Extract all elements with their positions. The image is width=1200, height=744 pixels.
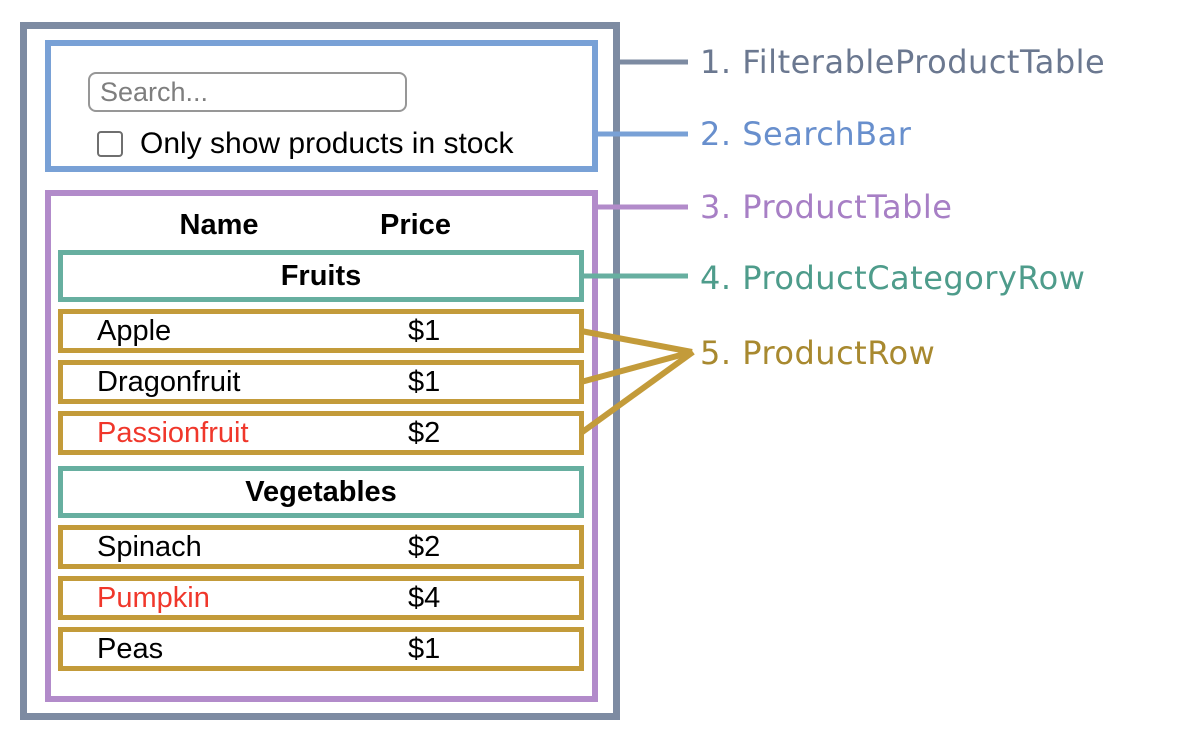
product-price: $4 (408, 581, 441, 614)
product-price: $2 (408, 530, 441, 563)
product-row: Passionfruit $2 (58, 411, 584, 455)
product-row: Dragonfruit $1 (58, 360, 584, 404)
in-stock-checkbox-label: Only show products in stock (140, 127, 514, 160)
product-price: $1 (408, 314, 441, 347)
label-filterable-product-table: 1. FilterableProductTable (700, 43, 1106, 81)
product-row: Peas $1 (58, 627, 584, 671)
product-category-row: Vegetables (58, 466, 584, 518)
product-price: $1 (408, 365, 441, 398)
product-row: Apple $1 (58, 309, 584, 353)
label-search-bar: 2. SearchBar (700, 115, 912, 153)
product-name: Apple (97, 314, 172, 347)
product-row: Spinach $2 (58, 525, 584, 569)
table-header-row: Name Price (58, 203, 584, 247)
label-product-category-row: 4. ProductCategoryRow (700, 259, 1086, 297)
product-name: Passionfruit (97, 416, 249, 449)
label-product-row: 5. ProductRow (700, 334, 936, 372)
product-name: Spinach (97, 530, 202, 563)
product-name: Dragonfruit (97, 365, 241, 398)
product-name: Pumpkin (97, 581, 210, 614)
in-stock-checkbox[interactable] (97, 131, 123, 157)
product-price: $2 (408, 416, 441, 449)
category-label: Vegetables (245, 475, 397, 508)
product-row: Pumpkin $4 (58, 576, 584, 620)
label-product-table: 3. ProductTable (700, 188, 953, 226)
column-header-name: Name (179, 208, 259, 241)
product-name: Peas (97, 632, 164, 665)
category-label: Fruits (280, 259, 362, 292)
product-price: $1 (408, 632, 441, 665)
search-input[interactable] (88, 72, 407, 112)
in-stock-filter: Only show products in stock (97, 129, 514, 159)
product-category-row: Fruits (58, 250, 584, 302)
column-header-price: Price (380, 208, 451, 241)
